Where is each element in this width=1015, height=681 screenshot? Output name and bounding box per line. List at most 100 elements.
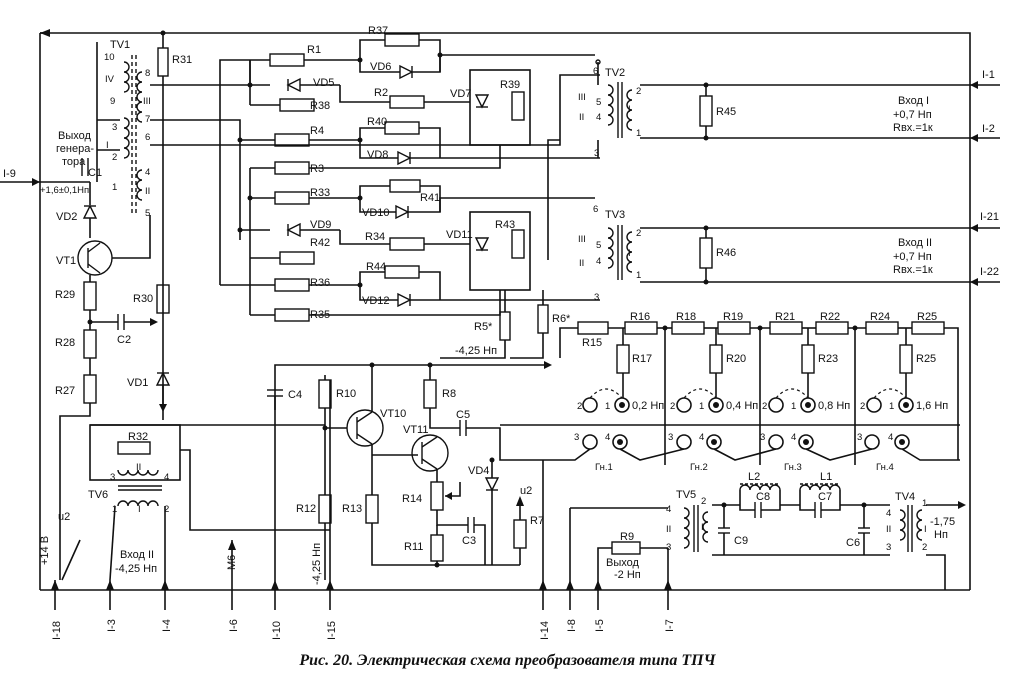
label-r37: R37: [368, 25, 388, 37]
label-r14: R14: [402, 493, 422, 505]
label-r16: R16: [630, 311, 650, 323]
input1-line1: Вход I: [898, 95, 929, 107]
label-r24: R24: [870, 311, 890, 323]
svg-text:1: 1: [699, 401, 704, 412]
terminal-i15: I-15: [326, 621, 338, 640]
tv1-pin-3: 3: [112, 122, 117, 133]
label-r31: R31: [172, 54, 192, 66]
label-r39: R39: [500, 79, 520, 91]
svg-text:1: 1: [791, 401, 796, 412]
label-r34: R34: [365, 231, 385, 243]
label-tv5: TV5: [676, 489, 696, 501]
input2-line2: +0,7 Нп: [893, 251, 932, 263]
bias-label: -4,25 Нп: [455, 345, 497, 357]
tv3-winding-ii: II: [579, 258, 584, 269]
tv1-pin-6: 6: [145, 132, 150, 143]
label-vd2: VD2: [56, 211, 77, 223]
tv4-pin-3: 3: [886, 542, 891, 553]
terminal-i21: I-21: [980, 211, 999, 223]
input2-line1: Вход II: [898, 237, 932, 249]
label-c4: C4: [288, 389, 302, 401]
junction-dots: [87, 30, 867, 568]
label-c7: C7: [818, 491, 832, 503]
tv2-pin-6: 6: [593, 66, 598, 77]
label-r44: R44: [366, 261, 386, 273]
jack-gn2[interactable]: 3 4: [668, 432, 722, 450]
label-r11: R11: [404, 541, 423, 553]
label-vt10: VT10: [380, 408, 406, 420]
label-c8: C8: [756, 491, 770, 503]
jack-pair-2[interactable]: 2 1: [670, 388, 724, 413]
terminal-i1: I-1: [982, 69, 995, 81]
tv3-pin-5: 5: [596, 240, 601, 251]
tv5-winding-ii: II: [666, 524, 671, 535]
gen-out-line2: генера-: [56, 143, 94, 155]
label-r29: R29: [55, 289, 75, 301]
terminal-i8: I-8: [566, 619, 578, 632]
figure-caption: Рис. 20. Электрическая схема преобразова…: [299, 652, 716, 669]
out175-line1: -1,75: [930, 516, 955, 528]
arrow-in-icon: [970, 224, 978, 232]
gn4-label: Гн.4: [876, 462, 894, 473]
att-label-3: 0,8 Нп: [818, 400, 850, 412]
svg-text:1: 1: [889, 401, 894, 412]
label-r3: R3: [310, 163, 324, 175]
label-vd11: VD11: [446, 229, 473, 241]
out2-line2: -2 Нп: [614, 569, 641, 581]
plus14-label: +14 В: [39, 536, 51, 565]
input2-line3: Rвх.=1к: [893, 264, 933, 276]
out175-line2: Нп: [934, 529, 948, 541]
jack-gn3[interactable]: 3 4: [760, 432, 814, 450]
label-r22: R22: [820, 311, 840, 323]
label-r20: R20: [726, 353, 746, 365]
label-r1: R1: [307, 44, 321, 56]
label-vd7: VD7: [450, 88, 471, 100]
tv2-pin-3: 3: [594, 148, 599, 159]
gen-out-line3: тора: [62, 156, 86, 168]
gn1-label: Гн.1: [595, 462, 613, 473]
label-r25-vert: R25: [916, 353, 936, 365]
jack-gn4[interactable]: 3 4: [857, 432, 910, 450]
tv1-pin-9: 9: [110, 96, 115, 107]
tv2-pin-1: 1: [636, 128, 641, 139]
tv4-pin-4: 4: [886, 508, 891, 519]
m6-label: М6: [226, 555, 238, 570]
jack-gn1[interactable]: 3 4: [574, 432, 628, 450]
terminal-i7: I-7: [664, 619, 676, 632]
terminal-i4: I-4: [161, 619, 173, 632]
arrow-in-icon: [970, 278, 978, 286]
jack-pair-3[interactable]: 2 1: [762, 388, 816, 413]
label-l2: L2: [748, 471, 760, 483]
tv2-pin-2: 2: [636, 86, 641, 97]
label-c9: C9: [734, 535, 748, 547]
tv1-pin-1: 1: [112, 182, 117, 193]
label-vd1: VD1: [127, 377, 148, 389]
jack-pair-4[interactable]: 2 1: [860, 388, 914, 413]
label-r27: R27: [55, 385, 75, 397]
label-vd4: VD4: [468, 465, 489, 477]
tv5-pin-2: 2: [701, 496, 706, 507]
tv6-winding-ii: II: [136, 462, 141, 473]
tv6-winding-i: I: [138, 504, 141, 515]
tv3-pin-1: 1: [636, 270, 641, 281]
jack-pair-1[interactable]: 2 1: [577, 388, 630, 413]
label-r13: R13: [342, 503, 362, 515]
terminal-i3: I-3: [106, 619, 118, 632]
label-r21: R21: [775, 311, 795, 323]
tv4-pin-1: 1: [922, 498, 927, 509]
label-tv1: TV1: [110, 39, 130, 51]
label-vd9: VD9: [310, 219, 331, 231]
tv6-pin-2: 2: [164, 504, 169, 515]
svg-text:4: 4: [888, 432, 893, 443]
terminal-i6: I-6: [228, 619, 240, 632]
tv1-pin-10: 10: [104, 52, 115, 63]
label-vd10: VD10: [362, 207, 390, 219]
label-r43: R43: [495, 219, 515, 231]
label-vt11: VT11: [403, 424, 428, 436]
svg-text:4: 4: [699, 432, 704, 443]
arrow-in-icon: [970, 81, 978, 89]
bottom-terminals: [51, 380, 672, 610]
tv3-pin-6: 6: [593, 204, 598, 215]
label-r32: R32: [128, 431, 148, 443]
tv3-winding-i: I: [628, 248, 631, 259]
